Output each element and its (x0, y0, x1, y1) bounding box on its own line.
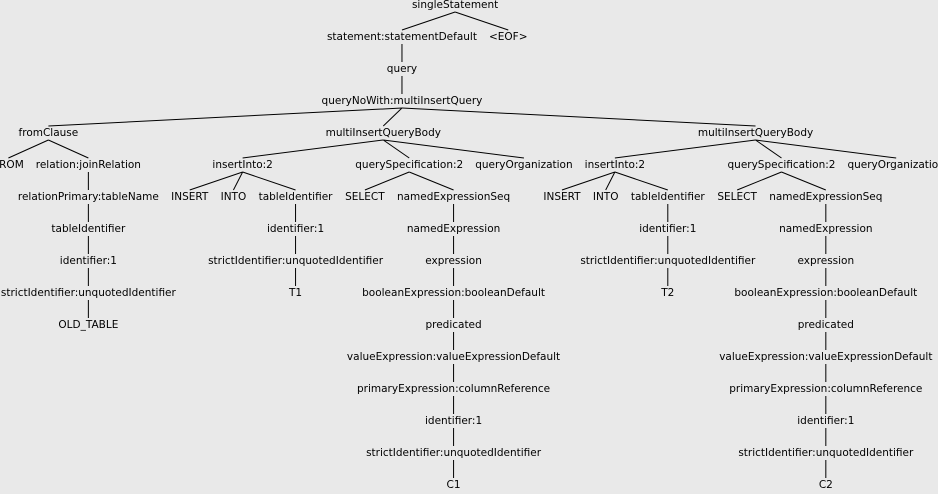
tree-node-query: query (387, 63, 417, 75)
tree-edge (48, 107, 402, 127)
tree-node-into: INTO (593, 191, 619, 203)
tree-edge (561, 171, 616, 191)
tree-node-predicated: predicated (798, 319, 854, 331)
tree-node-eof: <EOF> (489, 31, 528, 43)
tree-node-queryorganization: queryOrganization (847, 159, 938, 171)
tree-node-c2: C2 (819, 479, 833, 491)
tree-node-strictidentifier-unquotedidentifier: strictIdentifier:unquotedIdentifier (208, 255, 384, 267)
tree-node-primaryexpression-columnreference: primaryExpression:columnReference (357, 383, 550, 395)
tree-node-expression: expression (425, 255, 482, 267)
tree-node-valueexpression-valueexpressiondefault: valueExpression:valueExpressionDefault (719, 351, 932, 363)
tree-node-c1: C1 (447, 479, 461, 491)
tree-edge (454, 11, 509, 31)
tree-edge (232, 171, 244, 191)
tree-node-tableidentifier: tableIdentifier (259, 191, 334, 203)
tree-edge (605, 171, 616, 191)
tree-node-select: SELECT (717, 191, 757, 203)
tree-node-queryorganization: queryOrganization (475, 159, 572, 171)
tree-edge (614, 139, 756, 159)
tree-edge (364, 171, 410, 191)
tree-node-insertinto-2: insertInto:2 (212, 159, 272, 171)
tree-node-querynowith-multiinsertquery: queryNoWith:multiInsertQuery (322, 95, 483, 107)
tree-node-strictidentifier-unquotedidentifier: strictIdentifier:unquotedIdentifier (580, 255, 756, 267)
tree-node-identifier-1: identifier:1 (267, 223, 324, 235)
tree-edge (8, 139, 49, 159)
tree-node-strictidentifier-unquotedidentifier: strictIdentifier:unquotedIdentifier (366, 447, 542, 459)
tree-edge (383, 139, 524, 159)
tree-node-insert: INSERT (543, 191, 581, 203)
tree-edge (409, 171, 454, 191)
tree-edge (242, 171, 296, 191)
tree-node-singlestatement: singleStatement (412, 0, 498, 11)
tree-node-t1: T1 (288, 287, 302, 299)
tree-edge (383, 139, 410, 159)
tree-edge (401, 107, 756, 127)
tree-edge (755, 139, 782, 159)
tree-node-booleanexpression-booleandefault: booleanExpression:booleanDefault (734, 287, 917, 299)
tree-node-fromclause: fromClause (19, 127, 79, 139)
tree-edge (48, 139, 89, 159)
tree-node-namedexpressionseq: namedExpressionSeq (769, 191, 882, 203)
tree-node-predicated: predicated (425, 319, 481, 331)
tree-node-strictidentifier-unquotedidentifier: strictIdentifier:unquotedIdentifier (1, 287, 177, 299)
tree-node-queryspecification-2: querySpecification:2 (728, 159, 836, 171)
tree-node-namedexpressionseq: namedExpressionSeq (397, 191, 510, 203)
tree-edge (614, 171, 668, 191)
tree-node-old-table: OLD_TABLE (58, 319, 118, 331)
tree-edge (242, 139, 384, 159)
tree-node-valueexpression-valueexpressiondefault: valueExpression:valueExpressionDefault (347, 351, 560, 363)
tree-node-insert: INSERT (171, 191, 209, 203)
tree-edge (382, 107, 403, 127)
tree-node-multiinsertquerybody: multiInsertQueryBody (698, 127, 813, 139)
tree-node-identifier-1: identifier:1 (797, 415, 854, 427)
tree-node-from: FROM (0, 159, 24, 171)
tree-node-booleanexpression-booleandefault: booleanExpression:booleanDefault (362, 287, 545, 299)
tree-edge (736, 171, 782, 191)
tree-node-primaryexpression-columnreference: primaryExpression:columnReference (729, 383, 922, 395)
tree-edge (401, 11, 456, 31)
tree-edge (189, 171, 243, 191)
tree-node-tableidentifier: tableIdentifier (631, 191, 706, 203)
tree-edge (755, 139, 897, 159)
tree-node-strictidentifier-unquotedidentifier: strictIdentifier:unquotedIdentifier (738, 447, 914, 459)
tree-node-namedexpression: namedExpression (779, 223, 872, 235)
tree-node-relation-joinrelation: relation:joinRelation (36, 159, 141, 171)
tree-node-insertinto-2: insertInto:2 (585, 159, 645, 171)
tree-node-namedexpression: namedExpression (407, 223, 500, 235)
tree-node-statement-statementdefault: statement:statementDefault (327, 31, 477, 43)
tree-node-into: INTO (221, 191, 247, 203)
tree-node-expression: expression (798, 255, 855, 267)
tree-node-tableidentifier: tableIdentifier (51, 223, 126, 235)
tree-node-multiinsertquerybody: multiInsertQueryBody (326, 127, 441, 139)
tree-node-identifier-1: identifier:1 (60, 255, 117, 267)
tree-edges (8, 11, 897, 478)
tree-node-identifier-1: identifier:1 (425, 415, 482, 427)
tree-node-t2: T2 (660, 287, 674, 299)
tree-node-identifier-1: identifier:1 (639, 223, 696, 235)
tree-node-select: SELECT (345, 191, 385, 203)
tree-node-queryspecification-2: querySpecification:2 (355, 159, 463, 171)
tree-node-relationprimary-tablename: relationPrimary:tableName (18, 191, 159, 203)
tree-edge (781, 171, 827, 191)
